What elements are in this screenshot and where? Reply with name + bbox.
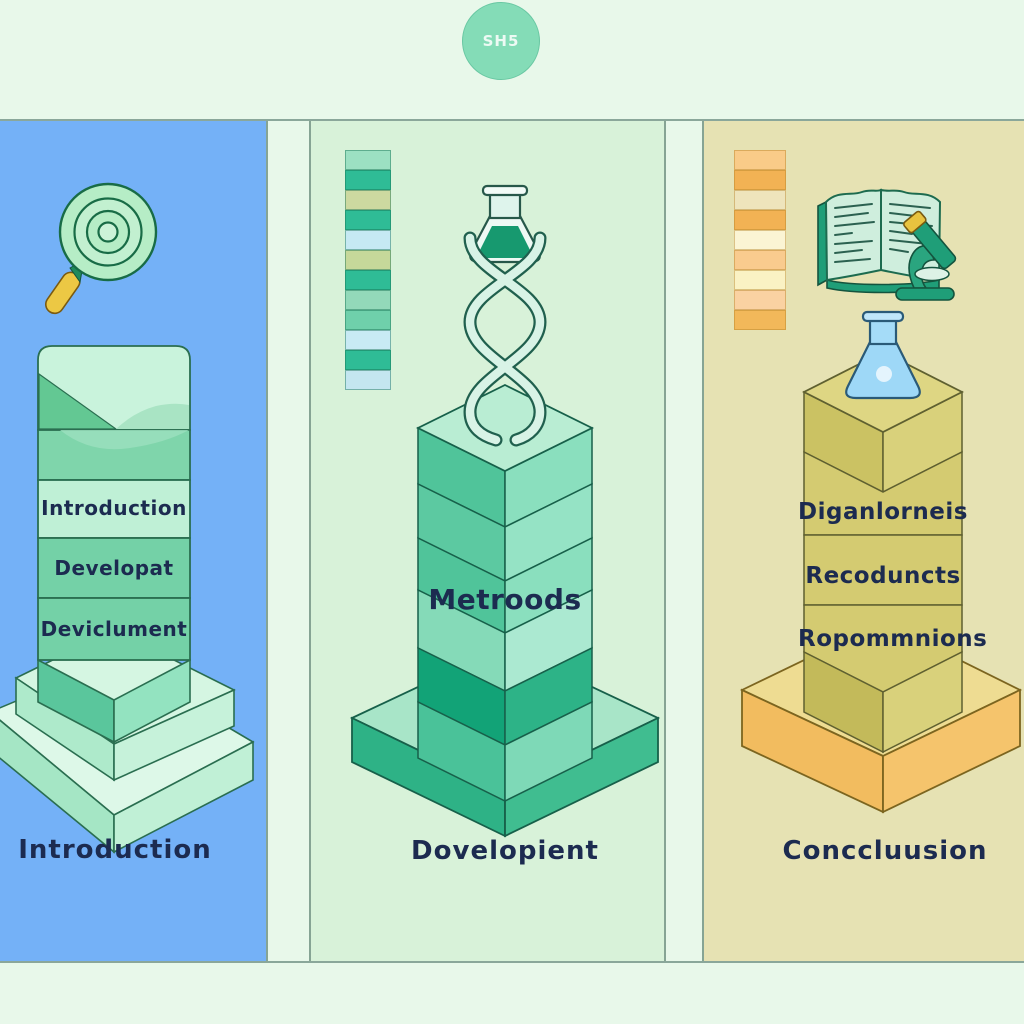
target-magnifier-icon xyxy=(44,182,158,315)
block-label-ropommnions: Ropommnions xyxy=(798,626,988,652)
block-label-diganlorneis: Diganlorneis xyxy=(798,499,968,525)
swatch xyxy=(345,370,391,390)
swatch xyxy=(345,330,391,350)
swatch xyxy=(345,170,391,190)
dna-helix-flask-icon xyxy=(463,184,547,447)
swatch xyxy=(345,290,391,310)
swatch xyxy=(345,190,391,210)
swatch xyxy=(345,250,391,270)
bottom-divider xyxy=(0,961,1024,963)
conclusion-tower xyxy=(802,350,964,754)
swatch xyxy=(345,150,391,170)
swatch xyxy=(734,230,786,250)
swatch xyxy=(345,350,391,370)
block-label-deviclument: Deviclument xyxy=(40,617,188,641)
swatch xyxy=(734,290,786,310)
swatch xyxy=(734,170,786,190)
caption-development: Dovelopient xyxy=(411,836,599,866)
header-badge: SH5 xyxy=(462,2,540,80)
microscope-icon xyxy=(895,210,957,301)
swatch xyxy=(345,270,391,290)
swatch xyxy=(345,310,391,330)
swatch xyxy=(734,190,786,210)
swatch xyxy=(734,210,786,230)
swatch xyxy=(734,250,786,270)
block-label-introduction: Introduction xyxy=(41,496,187,520)
swatch xyxy=(734,270,786,290)
book-microscope-icon xyxy=(817,188,957,301)
swatch xyxy=(734,310,786,330)
block-label-metroods: Metroods xyxy=(428,583,582,616)
block-label-recoduncts: Recoduncts xyxy=(805,563,961,589)
swatch xyxy=(345,230,391,250)
blue-flask-icon xyxy=(845,310,921,400)
swatch xyxy=(345,210,391,230)
caption-conclusion: Conccluusion xyxy=(782,836,988,866)
header-badge-label: SH5 xyxy=(482,32,520,50)
caption-introduction: Introduction xyxy=(18,835,212,865)
block-label-developat: Developat xyxy=(54,556,174,580)
swatch xyxy=(734,150,786,170)
top-divider xyxy=(0,119,1024,121)
development-tower xyxy=(415,383,595,803)
introduction-tower xyxy=(37,345,191,744)
